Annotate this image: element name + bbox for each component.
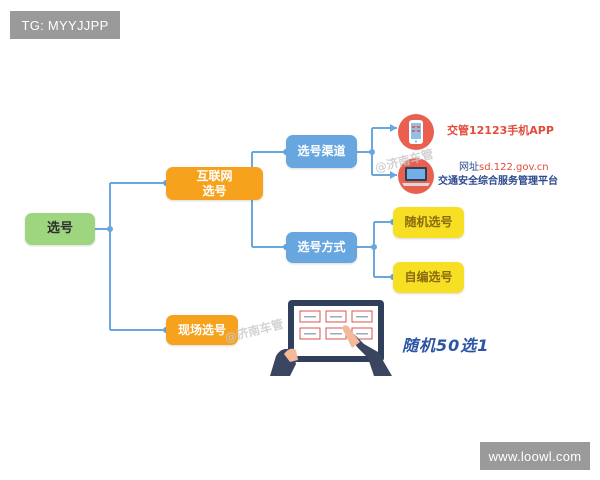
tablet-hands-illustration — [270, 298, 392, 376]
arrow-head-web — [390, 171, 397, 179]
node-onsite-selection: 现场选号 — [166, 315, 238, 345]
web-address-line: 网址sd.122.gov.cn — [459, 158, 549, 173]
connector-dot — [369, 149, 375, 155]
web-address-url[interactable]: sd.122.gov.cn — [479, 162, 549, 173]
node-select-number: 选号 — [25, 213, 95, 245]
node-internet-selection: 互联网 选号 — [166, 167, 263, 200]
arrow-head-app — [390, 124, 397, 132]
app-channel-label: 交管12123手机APP — [447, 124, 554, 137]
random-50-pick-1-caption: 随机50选1 — [402, 336, 490, 355]
web-address-prefix: 网址 — [459, 162, 479, 173]
laptop-icon — [397, 157, 435, 195]
node-custom-selection: 自编选号 — [393, 262, 464, 293]
connector-dot — [107, 226, 113, 232]
node-random-selection: 随机选号 — [393, 207, 464, 238]
web-platform-name: 交通安全综合服务管理平台 — [438, 176, 558, 187]
tg-badge: TG: MYYJJPP — [10, 11, 120, 39]
site-watermark-badge: www.loowl.com — [480, 442, 590, 470]
connector-dot — [371, 244, 377, 250]
phone-icon — [397, 113, 435, 151]
node-selection-method: 选号方式 — [286, 232, 357, 263]
node-selection-channel: 选号渠道 — [286, 135, 357, 168]
